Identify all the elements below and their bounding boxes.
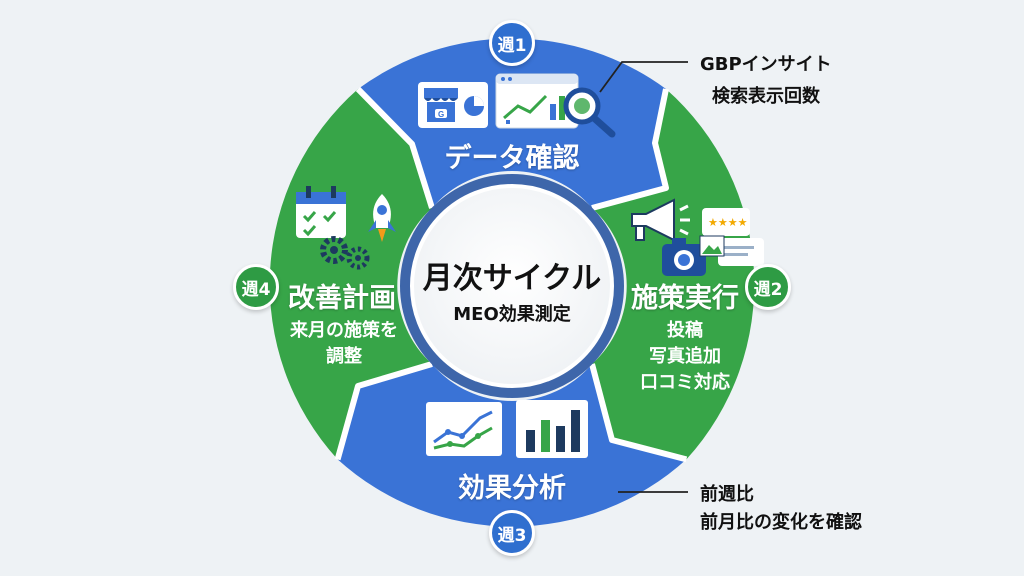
calendar-icon <box>296 186 346 238</box>
center-subtitle: MEO効果測定 <box>453 304 571 325</box>
store-icon: G <box>418 82 488 128</box>
callout-week3-line2: 前月比の変化を確認 <box>700 512 862 533</box>
chart-window-icon <box>495 73 579 129</box>
line-chart-icon <box>426 402 502 456</box>
gears-icon <box>320 236 370 270</box>
rocket-icon <box>368 194 396 242</box>
callout-week3-line1: 前週比 <box>700 484 754 505</box>
svg-text:G: G <box>438 110 444 119</box>
segment-week3 <box>337 364 687 527</box>
phase-detail-week2-1: 投稿 <box>667 320 703 341</box>
photo-icon <box>699 235 725 257</box>
center-circle <box>410 184 614 388</box>
week3-badge: 週3 <box>489 510 535 556</box>
phase-title-week1: データ確認 <box>444 143 580 174</box>
week2-badge: 週2 <box>745 264 791 310</box>
week1-badge: 週1 <box>489 20 535 66</box>
segment-dividers <box>334 86 688 463</box>
week4-badge: 週4 <box>233 264 279 310</box>
phase-detail-week2-3: 口コミ対応 <box>640 372 730 393</box>
segment-week4 <box>269 89 432 460</box>
callout-line-week1 <box>599 61 688 93</box>
phase-detail-week4-2: 調整 <box>326 346 362 367</box>
phase-title-week4: 改善計画 <box>288 283 396 314</box>
callout-week1-line2: 検索表示回数 <box>712 86 820 107</box>
phase-title-week3: 効果分析 <box>458 473 566 504</box>
svg-text:★★★★: ★★★★ <box>708 216 748 229</box>
bar-chart-icon <box>516 400 588 458</box>
phase-detail-week4-1: 来月の施策を <box>290 320 398 341</box>
callout-week1-line1: GBPインサイト <box>700 54 832 75</box>
magnifier-icon <box>563 87 616 138</box>
center-title: 月次サイクル <box>422 261 602 296</box>
camera-icon <box>662 238 706 276</box>
phase-title-week2: 施策実行 <box>631 283 739 314</box>
phase-detail-week2-2: 写真追加 <box>649 346 721 367</box>
review-stars-icon: ★★★★ <box>702 208 764 266</box>
